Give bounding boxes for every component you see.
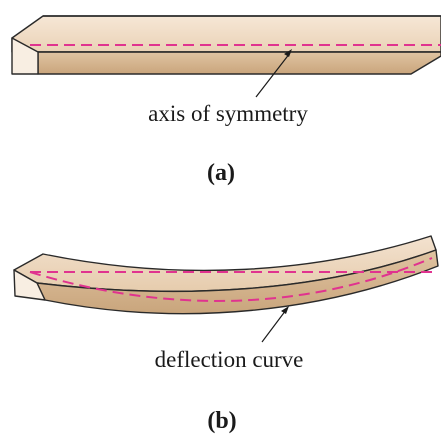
bent-beam (13, 235, 439, 315)
deflection-curve-line (29, 257, 433, 302)
deflection-curve-label: deflection curve (155, 347, 304, 372)
axis-leader-arrow (255, 49, 292, 98)
panel-b: deflection curve (b) (13, 235, 439, 434)
bent-beam-front-face (36, 249, 439, 315)
panel-a: axis of symmetry (a) (11, 15, 441, 186)
caption-a: (a) (207, 160, 235, 186)
caption-b: (b) (207, 408, 236, 434)
deflection-leader-arrow (261, 306, 289, 343)
beam-end-face (11, 37, 39, 75)
beam-top-face (11, 15, 441, 53)
beam-front-face (37, 51, 441, 75)
bent-beam-end-face (13, 269, 46, 301)
straight-beam (11, 15, 441, 75)
axis-of-symmetry-label: axis of symmetry (148, 101, 308, 126)
